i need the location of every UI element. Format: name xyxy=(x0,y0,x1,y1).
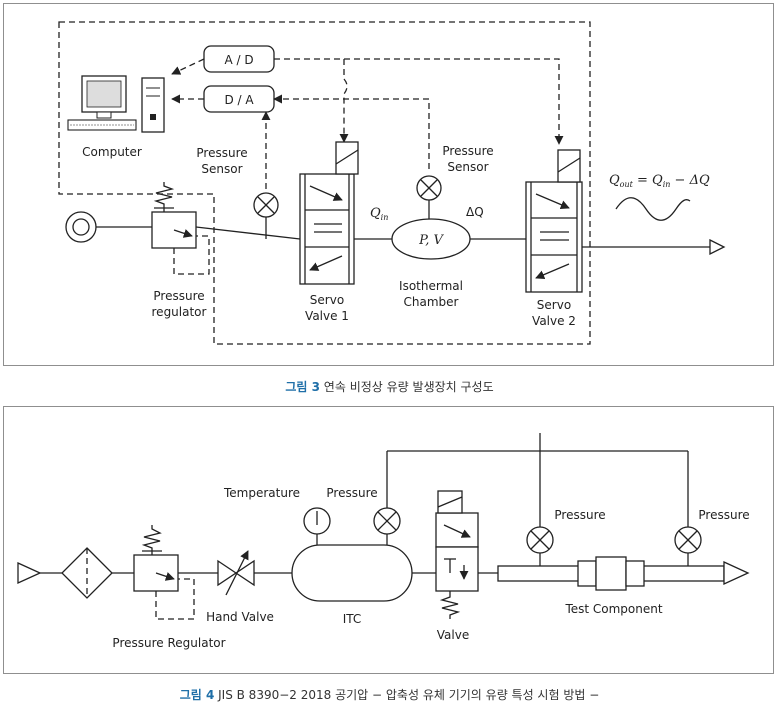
pressure-label-2: Pressure xyxy=(554,508,605,522)
chamber-label: Chamber xyxy=(404,295,459,309)
servo-valve-2 xyxy=(525,149,583,293)
figure-3-caption-number: 그림 3 xyxy=(285,380,320,394)
pressure-gauge-3 xyxy=(674,451,702,566)
itc-label: ITC xyxy=(343,612,362,626)
chamber-pv-label: P, V xyxy=(418,233,444,248)
pressure-sensor-1-label: Sensor xyxy=(201,162,242,176)
servo-valve-2-label: Valve 2 xyxy=(532,314,576,328)
delta-q-label: ΔQ xyxy=(466,205,484,219)
valve-label: Valve xyxy=(437,628,469,642)
pressure-regulator xyxy=(151,182,210,275)
figure-3-diagram: Computer A / D D / A Pressure Sensor xyxy=(58,21,726,345)
air-supply-source xyxy=(65,211,97,243)
signal-lines xyxy=(171,58,564,189)
servo-valve-1-label: Valve 1 xyxy=(305,309,349,323)
da-converter: D / A xyxy=(203,85,275,113)
control-boundary-dashed xyxy=(58,21,591,345)
pressure-label-3: Pressure xyxy=(698,508,749,522)
thermometer-icon xyxy=(303,507,331,545)
pressure-sensor-1 xyxy=(253,192,279,239)
output-flow-equation: Qout = Qin − ΔQ xyxy=(609,173,710,189)
figure-3-caption: 그림 3 연속 비정상 유량 발생장치 구성도 xyxy=(0,378,779,395)
pressure-sensor-2-label: Pressure xyxy=(442,144,493,158)
pressure-regulator xyxy=(133,525,195,620)
servo-valve-2-label: Servo xyxy=(537,298,571,312)
ad-converter: A / D xyxy=(203,45,275,73)
figure-4-caption-number: 그림 4 xyxy=(179,688,215,702)
sine-wave-icon xyxy=(615,197,691,221)
figure-3-panel: Computer A / D D / A Pressure Sensor xyxy=(3,3,774,366)
pressure-sensor-1-label: Pressure xyxy=(196,146,247,160)
itc-tank xyxy=(291,544,413,602)
isothermal-chamber xyxy=(391,218,471,260)
filter xyxy=(61,547,113,599)
pressure-regulator-label: Pressure Regulator xyxy=(112,636,225,650)
inlet-triangle xyxy=(17,561,42,585)
pressure-regulator-label: Pressure xyxy=(153,289,204,303)
figure-4-caption-text: JIS B 8390−2 2018 공기압 − 압축성 유체 기기의 유량 특성… xyxy=(214,688,600,702)
test-component-label: Test Component xyxy=(564,602,662,616)
hand-valve xyxy=(217,550,255,596)
pressure-label-1: Pressure xyxy=(326,486,377,500)
ad-label: A / D xyxy=(224,53,253,67)
figure-3-caption-text: 연속 비정상 유량 발생장치 구성도 xyxy=(319,380,494,394)
figure-4-diagram: Pressure Regulator Hand Valve ITC Temper… xyxy=(17,433,750,650)
computer-icon xyxy=(67,75,165,133)
servo-valve-1-label: Servo xyxy=(310,293,344,307)
figure-4-caption: 그림 4 JIS B 8390−2 2018 공기압 − 압축성 유체 기기의 … xyxy=(0,686,779,703)
solenoid-valve xyxy=(435,490,479,619)
servo-valve-1 xyxy=(299,141,359,285)
figure-4-panel: Pressure Regulator Hand Valve ITC Temper… xyxy=(3,406,774,674)
temperature-label: Temperature xyxy=(223,486,300,500)
test-pipe xyxy=(497,556,750,591)
computer-label: Computer xyxy=(82,145,142,159)
q-in-label: Qin xyxy=(370,206,388,222)
chamber-label: Isothermal xyxy=(399,279,463,293)
da-label: D / A xyxy=(224,93,254,107)
pressure-gauge-1 xyxy=(373,450,688,545)
pressure-gauge-2 xyxy=(526,433,554,566)
pressure-sensor-2-label: Sensor xyxy=(447,160,488,174)
hand-valve-label: Hand Valve xyxy=(206,610,274,624)
main-flow-line xyxy=(96,226,726,256)
pressure-regulator-label: regulator xyxy=(152,305,207,319)
